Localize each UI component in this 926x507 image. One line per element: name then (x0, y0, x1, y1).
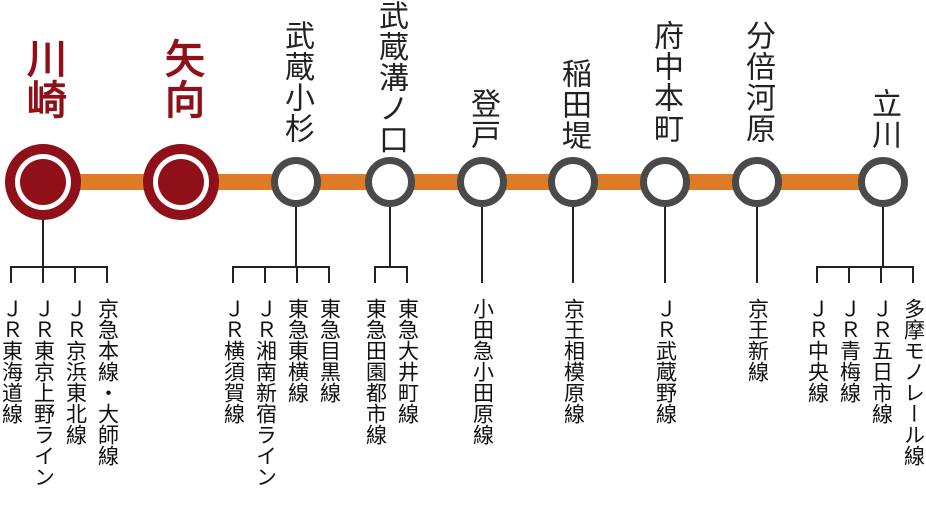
connector-line (106, 266, 108, 283)
station-name: 登戸 (465, 88, 500, 150)
connector-branch (816, 266, 914, 268)
connector-branch (374, 266, 408, 268)
connector-branch (232, 266, 330, 268)
station-name: 武蔵溝ノ口 (373, 0, 408, 155)
connector-line (295, 207, 297, 267)
transfer-line-label: 東急大井町線 (395, 298, 420, 424)
connector-line (296, 266, 298, 283)
transfer-line-label: ＪＲ五日市線 (869, 298, 894, 424)
transfer-line-label: 東急東横線 (285, 298, 310, 403)
connector-line (756, 207, 758, 283)
station-marker[interactable] (640, 157, 690, 207)
connector-line (264, 266, 266, 283)
transfer-line-label: ＪＲ横須賀線 (221, 298, 246, 424)
transfer-line-label: ＪＲ湘南新宿ライン (253, 298, 278, 487)
connector-line (664, 207, 666, 283)
station-marker-highlight[interactable] (5, 144, 81, 220)
transfer-line-label: ＪＲ東京上野ライン (31, 298, 56, 487)
connector-line (389, 207, 391, 267)
transfer-line-label: ＪＲ青梅線 (837, 298, 862, 403)
connector-line (848, 266, 850, 283)
station-marker[interactable] (548, 157, 598, 207)
connector-line (232, 266, 234, 283)
connector-branch (10, 266, 108, 268)
station-name: 稲田堤 (556, 58, 591, 151)
transfer-line-label: 京王相模原線 (561, 298, 586, 424)
connector-line (374, 266, 376, 283)
transfer-line-label: 小田急小田原線 (470, 298, 495, 445)
connector-line (42, 220, 44, 267)
station-name: 武蔵小杉 (279, 20, 314, 144)
station-marker[interactable] (457, 157, 507, 207)
station-name: 府中本町 (648, 20, 683, 144)
station-marker[interactable] (365, 157, 415, 207)
transfer-line-label: ＪＲ京浜東北線 (63, 298, 88, 445)
transfer-line-label: ＪＲ東海道線 (0, 298, 24, 424)
connector-line (406, 266, 408, 283)
connector-line (880, 266, 882, 283)
connector-line (882, 207, 884, 267)
transfer-line-label: 京急本線・大師線 (95, 298, 120, 466)
connector-line (481, 207, 483, 283)
station-marker[interactable] (858, 157, 908, 207)
transfer-line-label: 東急田園都市線 (363, 298, 388, 445)
station-marker[interactable] (732, 157, 782, 207)
connector-line (912, 266, 914, 283)
transfer-line-label: 多摩モノレール線 (901, 298, 926, 466)
station-name: 立川 (866, 88, 901, 150)
connector-line (74, 266, 76, 283)
station-marker[interactable] (271, 157, 321, 207)
connector-line (42, 266, 44, 283)
station-name: 矢向 (158, 38, 205, 120)
transfer-line-label: 東急目黒線 (317, 298, 342, 403)
station-marker-highlight[interactable] (143, 144, 219, 220)
transfer-line-label: ＪＲ武蔵野線 (653, 298, 678, 424)
station-name: 川崎 (20, 38, 67, 120)
connector-line (816, 266, 818, 283)
transfer-line-label: ＪＲ中央線 (805, 298, 830, 403)
connector-line (10, 266, 12, 283)
station-name: 分倍河原 (740, 20, 775, 144)
connector-line (328, 266, 330, 283)
transfer-line-label: 京王新線 (745, 298, 770, 382)
connector-line (572, 207, 574, 283)
